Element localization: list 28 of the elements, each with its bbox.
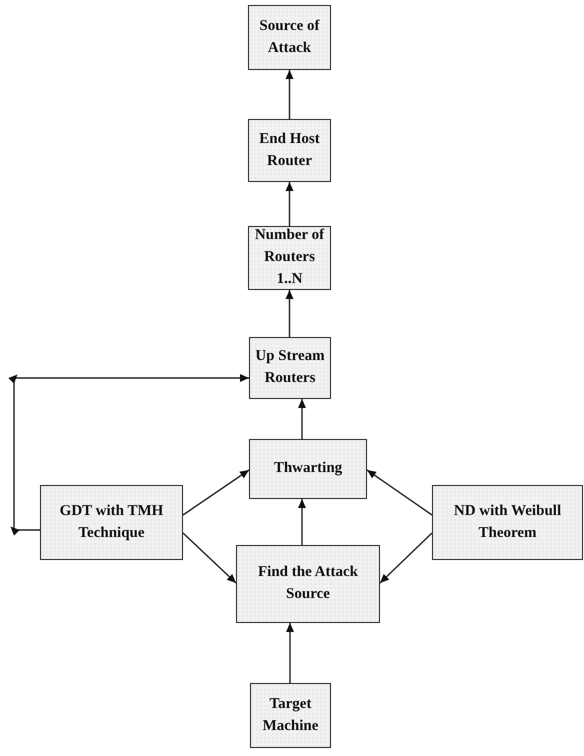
- box-label: Thwarting: [272, 459, 344, 478]
- box-label: ND with Weibull Theorem: [452, 502, 562, 542]
- arrow: [380, 532, 432, 584]
- process-box: [236, 545, 380, 623]
- arrow: [366, 469, 432, 516]
- arrow: [8, 374, 249, 536]
- arrow: [182, 532, 236, 584]
- arrow: [286, 182, 294, 226]
- arrow: [182, 469, 250, 516]
- box-label: GDT with TMH Technique: [58, 502, 164, 542]
- process-box: [432, 485, 583, 560]
- process-box: [249, 337, 331, 399]
- arrow: [298, 399, 306, 439]
- box-label: Number of Routers 1..N: [254, 226, 326, 289]
- process-box: [248, 5, 331, 70]
- box-label: Source of Attack: [258, 16, 321, 58]
- box-label: Target Machine: [262, 694, 320, 736]
- process-box: [40, 485, 183, 560]
- box-label: End Host Router: [258, 130, 321, 170]
- box-label: Up Stream Routers: [254, 347, 326, 388]
- arrow: [286, 70, 294, 119]
- arrow: [286, 623, 294, 683]
- arrow: [298, 499, 306, 545]
- box-label: Find the Attack Source: [256, 563, 359, 604]
- process-box: [248, 119, 331, 182]
- process-box: [249, 439, 367, 499]
- process-box: [250, 683, 331, 748]
- arrow: [286, 290, 294, 337]
